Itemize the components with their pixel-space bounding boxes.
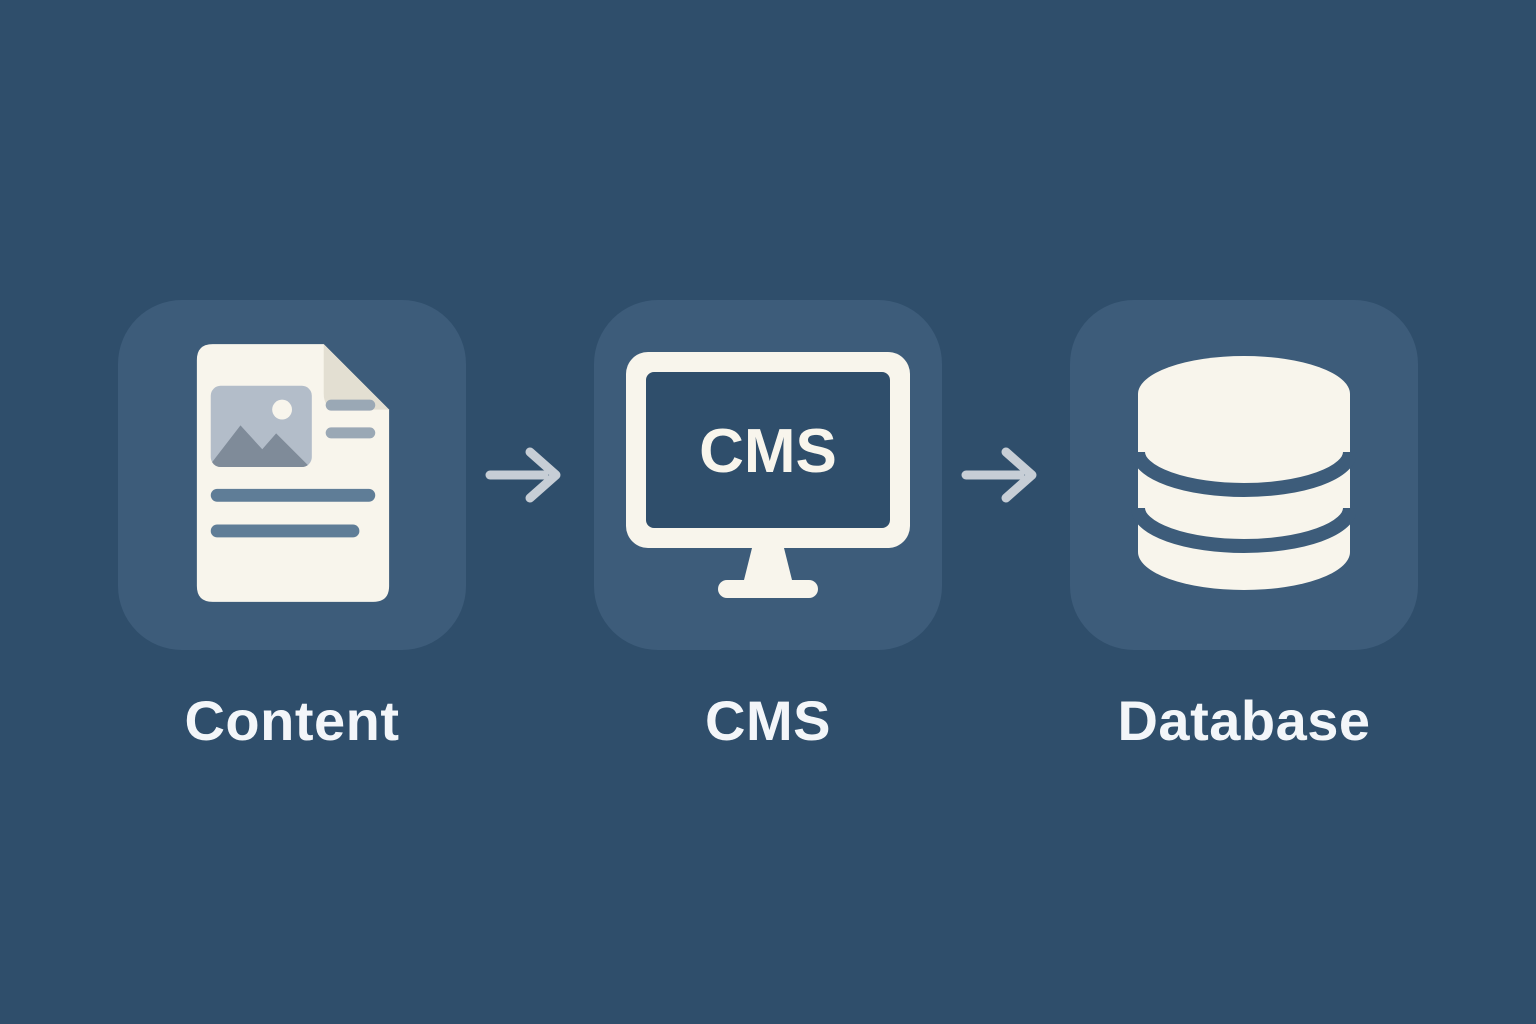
- database-tile: [1070, 300, 1418, 650]
- node-database: Database: [1070, 300, 1418, 753]
- cms-screen-text: CMS: [699, 417, 837, 486]
- flow-arrow-2: [942, 300, 1070, 650]
- content-tile: [118, 300, 466, 650]
- node-cms: CMS CMS: [594, 300, 942, 753]
- arrow-right-icon: [484, 439, 576, 511]
- arrow-right-icon: [960, 439, 1052, 511]
- node-content: Content: [118, 300, 466, 753]
- node-label-cms: CMS: [705, 689, 831, 752]
- monitor-icon: CMS: [616, 344, 920, 607]
- flow-arrow-1: [466, 300, 594, 650]
- node-label-database: Database: [1117, 689, 1371, 752]
- node-label-content: Content: [184, 689, 400, 752]
- cms-tile: CMS: [594, 300, 942, 650]
- database-icon: [1124, 348, 1364, 603]
- document-icon: [183, 338, 401, 613]
